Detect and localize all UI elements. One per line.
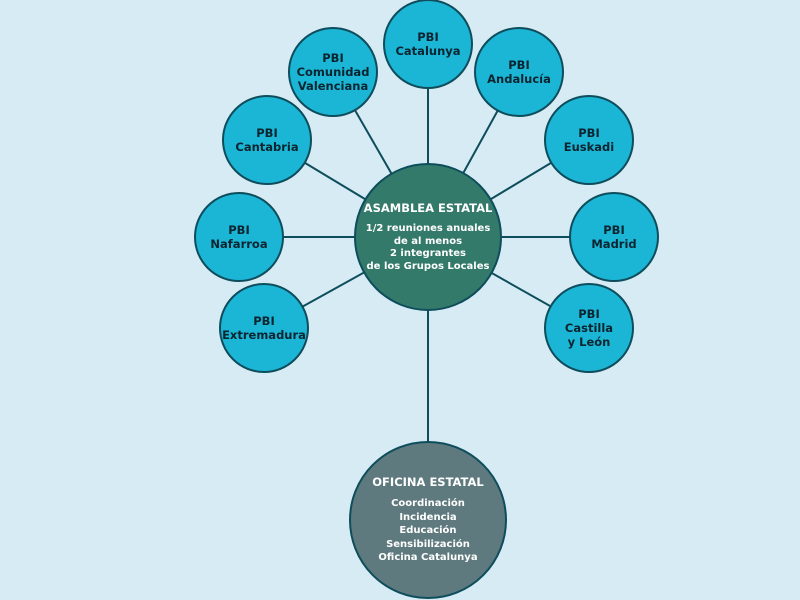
node-catalunya[interactable]: PBI Catalunya <box>383 0 473 89</box>
node-madrid[interactable]: PBI Madrid <box>569 192 659 282</box>
center-title: ASAMBLEA ESTATAL <box>363 201 493 215</box>
node-castilla-y-leon[interactable]: PBI Castilla y León <box>544 283 634 373</box>
node-label: PBI Extremadura <box>222 314 306 342</box>
node-andalucia[interactable]: PBI Andalucía <box>474 27 564 117</box>
node-euskadi[interactable]: PBI Euskadi <box>544 95 634 185</box>
node-label: PBI Castilla y León <box>564 307 614 349</box>
node-cantabria[interactable]: PBI Cantabria <box>222 95 312 185</box>
node-asamblea-estatal[interactable]: ASAMBLEA ESTATAL 1/2 reuniones anuales d… <box>354 163 502 311</box>
node-oficina-estatal[interactable]: OFICINA ESTATAL Coordinación Incidencia … <box>349 441 507 599</box>
center-body: 1/2 reuniones anuales de al menos 2 inte… <box>365 223 491 272</box>
node-extremadura[interactable]: PBI Extremadura <box>219 283 309 373</box>
node-label: PBI Comunidad Valenciana <box>296 51 370 93</box>
node-label: PBI Cantabria <box>235 126 299 154</box>
node-label: PBI Andalucía <box>487 58 551 86</box>
node-label: PBI Nafarroa <box>210 223 268 251</box>
node-label: PBI Catalunya <box>395 30 461 58</box>
node-comunidad-valenciana[interactable]: PBI Comunidad Valenciana <box>288 27 378 117</box>
bottom-body: Coordinación Incidencia Educación Sensib… <box>378 498 478 564</box>
node-label: PBI Euskadi <box>563 126 615 154</box>
bottom-title: OFICINA ESTATAL <box>372 475 484 490</box>
node-nafarroa[interactable]: PBI Nafarroa <box>194 192 284 282</box>
node-label: PBI Madrid <box>591 223 637 251</box>
